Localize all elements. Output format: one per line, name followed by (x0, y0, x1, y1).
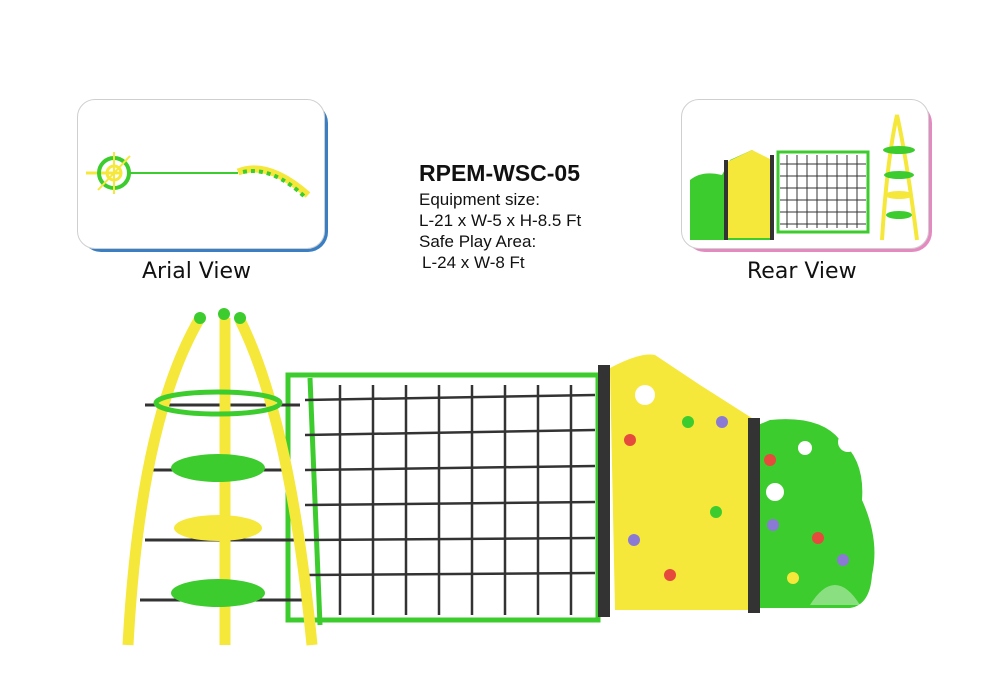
equipment-size-label: Equipment size: (419, 190, 540, 209)
climbing-net (285, 372, 601, 626)
safe-area-value: L-24 x W-8 Ft (422, 253, 525, 272)
aerial-view-image (86, 152, 311, 200)
aerial-view-card (77, 99, 325, 249)
climbing-holds (624, 416, 849, 584)
climbing-wall (598, 354, 875, 617)
safe-area-label: Safe Play Area: (419, 232, 537, 251)
spec-block: RPEM-WSC-05 Equipment size: L-21 x W-5 x… (419, 160, 581, 273)
rear-view-card (681, 99, 929, 249)
model-code: RPEM-WSC-05 (419, 160, 581, 186)
equipment-size-value: L-21 x W-5 x H-8.5 Ft (419, 211, 582, 230)
rear-view-label: Rear View (747, 259, 857, 284)
aerial-view-label: Arial View (142, 259, 252, 284)
rear-view-image (690, 114, 919, 241)
spiral-tower (122, 308, 318, 646)
